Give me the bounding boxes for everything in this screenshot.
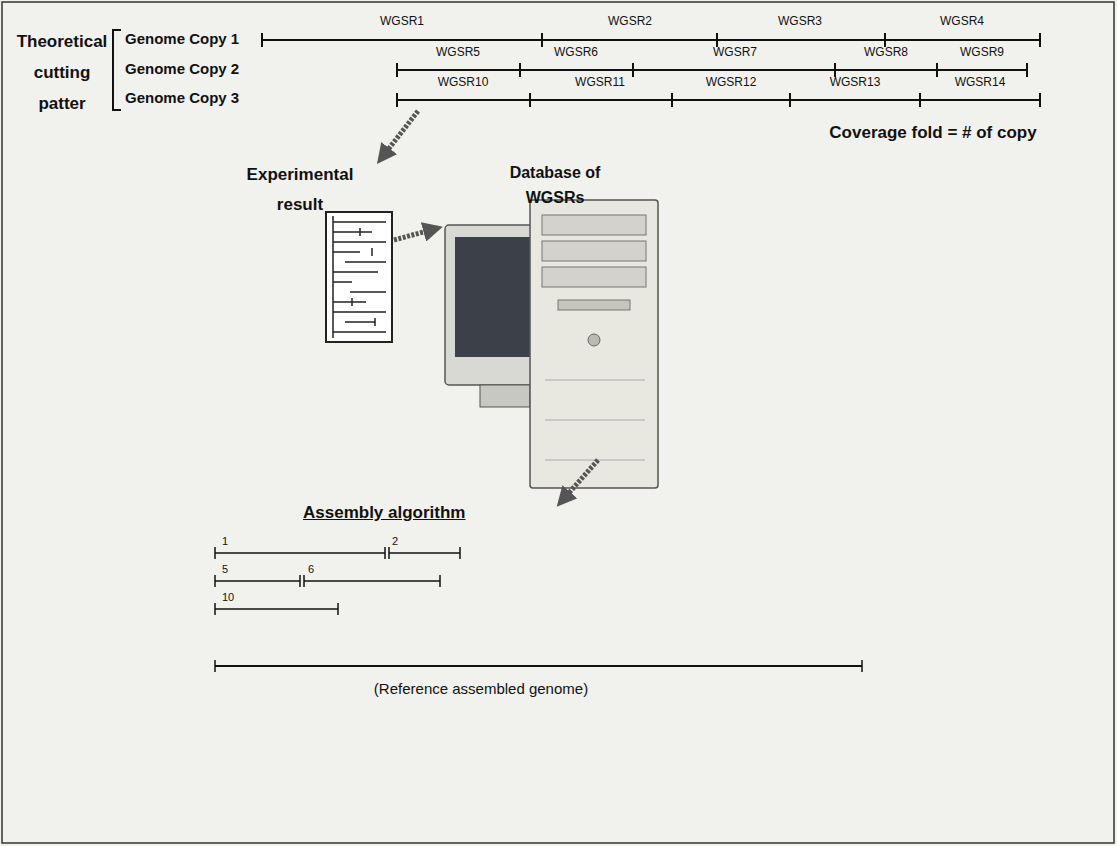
flow-arrow <box>380 111 418 160</box>
segment-label: WGSR6 <box>554 45 598 59</box>
segment-label: WGSR1 <box>380 14 424 28</box>
flow-arrow <box>560 460 598 503</box>
segment-label: WGSR2 <box>608 14 652 28</box>
coverage-note: Coverage fold = # of copy <box>829 123 1036 143</box>
segment-label: WGSR13 <box>830 75 881 89</box>
segment-label: WGSR8 <box>864 45 908 59</box>
node-label: Assembly algorithm <box>303 503 466 523</box>
reference-caption: (Reference assembled genome) <box>374 680 588 697</box>
genome-lines <box>262 33 1040 107</box>
node-label: Genome Copy 1 <box>125 30 239 47</box>
segment-label: WGSR5 <box>436 45 480 59</box>
fragment-number: 6 <box>308 563 314 575</box>
genome-copy-row: Genome Copy 3 <box>125 89 1040 111</box>
experimental-result: Experimental result <box>226 160 394 344</box>
fragment-number: 5 <box>222 563 228 575</box>
node-label: Database of WGSRs <box>500 160 610 210</box>
fragment-number: 10 <box>222 591 234 603</box>
segment-label: WGSR12 <box>706 75 757 89</box>
node-label: Genome Copy 2 <box>125 60 239 77</box>
computer-image <box>445 200 658 488</box>
segment-label: WGSR10 <box>438 75 489 89</box>
node-label: Genome Copy 3 <box>125 89 239 106</box>
bracket <box>113 30 121 110</box>
node-label: Experimental result <box>226 160 374 220</box>
segment-label: WGSR3 <box>778 14 822 28</box>
segment-label: WGSR11 <box>575 75 625 89</box>
flow-arrow <box>394 228 438 240</box>
assembly-segments <box>215 547 862 672</box>
bracket-label: Theoretical cutting patter <box>12 26 112 119</box>
fragment-number: 1 <box>222 535 228 547</box>
gel-image <box>326 212 392 342</box>
segment-label: WGSR14 <box>955 75 1006 89</box>
assembly-algorithm: Assembly algorithm <box>210 503 870 703</box>
fragment-number: 2 <box>392 535 398 547</box>
segment-label: WGSR7 <box>713 45 757 59</box>
segment-label: WGSR4 <box>940 14 984 28</box>
database-computer: Database of WGSRs <box>438 160 663 460</box>
segment-label: WGSR9 <box>960 45 1004 59</box>
